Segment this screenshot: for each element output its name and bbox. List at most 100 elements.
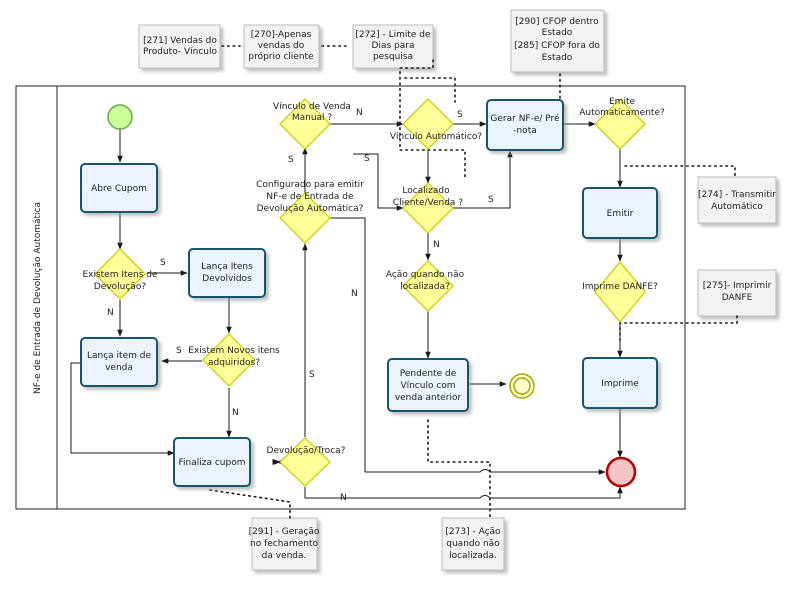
label-s: S [364,154,370,164]
gateway-configurado[interactable]: Configurado para emitir NF-e de Entrada … [256,180,364,244]
svg-text:Emitir: Emitir [607,209,634,219]
gateway-existem-itens[interactable]: Existem Itens de Devolução? [82,248,158,300]
gateway-emite-automaticamente[interactable]: Emite Automaticamente? [579,97,665,150]
svg-text:Devolvidos: Devolvidos [202,274,252,284]
gateway-devolucao-troca[interactable]: Devolução/Troca? [267,437,346,487]
edge-labels: S N S N S N N S N S S S N [107,108,494,503]
svg-text:localizada.: localizada. [449,551,497,561]
svg-text:vendas do: vendas do [258,41,305,51]
svg-text:Ação quando não: Ação quando não [386,270,465,280]
label-s: S [288,155,294,165]
svg-text:venda: venda [105,363,133,373]
gateway-vinculo-manual[interactable]: Vínculo de Venda Manual ? [273,98,351,150]
svg-text:Emite: Emite [609,97,635,107]
pool: NF-e de Entrada de Devolução Automática [15,85,686,510]
task-pendente-vinculo[interactable]: Pendente de Vínculo com venda anterior [387,358,469,412]
annotation-273: [273] - Ação quando não localizada. [441,517,505,571]
gateway-existem-novos[interactable]: Existem Novos itens adquiridos? [188,333,280,387]
label-s: S [309,370,315,380]
svg-text:quando não: quando não [446,539,500,549]
task-imprime[interactable]: Imprime [582,357,658,409]
label-s: S [488,195,494,205]
sequence-flows [70,121,623,499]
annotation-271: [271] Vendas do Produto- Vínculo [138,24,221,69]
label-n: N [232,408,239,418]
svg-text:Pendente de: Pendente de [400,369,457,379]
svg-text:-nota: -nota [513,126,537,136]
svg-text:[273] - Ação: [273] - Ação [445,527,501,537]
task-lanca-itens-devolvidos[interactable]: Lança Itens Devolvidos [188,248,266,298]
svg-text:[274] - Transmitir: [274] - Transmitir [698,190,776,200]
annotation-290-285: [290] CFOP dentro Estado [285] CFOP fora… [510,9,605,73]
svg-text:[272] - Limite de: [272] - Limite de [355,30,431,40]
svg-text:[271] Vendas do: [271] Vendas do [143,36,217,46]
svg-text:Lança Itens: Lança Itens [201,262,253,272]
annotation-272: [272] - Limite de Dias para pesquisa [352,24,434,69]
svg-text:venda anterior: venda anterior [395,393,462,403]
svg-text:no fechamento: no fechamento [250,539,318,549]
label-s: S [457,110,463,120]
svg-text:da venda.: da venda. [262,551,307,561]
svg-text:Gerar NF-e/ Pré: Gerar NF-e/ Pré [490,113,560,124]
start-event[interactable] [107,104,133,130]
svg-text:Automaticamente?: Automaticamente? [579,108,665,118]
svg-text:Abre Cupom: Abre Cupom [91,184,147,194]
annotation-274: [274] - Transmitir Automático [697,176,777,224]
svg-text:NF-e de Entrada de: NF-e de Entrada de [266,192,354,202]
svg-text:[275]- Imprimir: [275]- Imprimir [703,281,772,291]
end-event[interactable] [605,456,637,488]
svg-text:Dias para: Dias para [372,41,415,51]
svg-text:localizada?: localizada? [400,282,450,292]
svg-text:Existem Novos itens: Existem Novos itens [188,346,280,356]
gateway-vinculo-automatico[interactable]: Vínculo Automático? [390,98,483,150]
task-gerar-nfe[interactable]: Gerar NF-e/ Pré -nota [486,99,564,151]
svg-text:[291] - Geração: [291] - Geração [249,527,320,537]
pool-label: NF-e de Entrada de Devolução Automática [33,202,43,394]
label-s: S [160,258,166,268]
annotation-275: [275]- Imprimir DANFE [697,269,777,317]
svg-text:Devolução Automática?: Devolução Automática? [257,204,364,214]
svg-text:Imprime: Imprime [601,379,639,389]
svg-text:próprio cliente: próprio cliente [248,51,314,62]
svg-text:Devolução?: Devolução? [94,282,146,292]
svg-text:Devolução/Troca?: Devolução/Troca? [267,446,346,456]
label-n: N [433,240,440,250]
svg-text:Existem Itens de: Existem Itens de [82,270,158,280]
svg-text:Cliente/Venda ?: Cliente/Venda ? [393,198,463,208]
task-emitir[interactable]: Emitir [582,187,658,239]
label-n: N [340,493,347,503]
svg-text:Vínculo Automático?: Vínculo Automático? [390,132,483,142]
label-s: S [176,346,182,356]
svg-text:Estado: Estado [542,28,573,38]
label-n: N [107,308,114,318]
end-event-pendente[interactable] [509,373,535,399]
svg-text:Automático: Automático [711,202,763,212]
svg-text:Produto- Vínculo: Produto- Vínculo [143,47,218,57]
svg-text:Localizado: Localizado [402,186,450,196]
svg-text:Finaliza cupom: Finaliza cupom [179,458,246,468]
annotation-291: [291] - Geração no fechamento da venda. [249,517,320,571]
svg-text:[270]-Apenas: [270]-Apenas [251,30,312,40]
label-n: N [351,289,358,299]
task-abre-cupom[interactable]: Abre Cupom [80,163,158,213]
annotation-270: [270]-Apenas vendas do próprio cliente [243,24,320,69]
svg-text:Configurado para emitir: Configurado para emitir [256,180,364,190]
svg-text:Vínculo de Venda: Vínculo de Venda [273,102,351,112]
associations [209,45,738,519]
svg-text:Manual ?: Manual ? [292,113,333,123]
task-finaliza-cupom[interactable]: Finaliza cupom [173,437,251,487]
gateway-localizado[interactable]: Localizado Cliente/Venda ? [393,182,463,234]
svg-text:adquiridos?: adquiridos? [208,358,260,368]
task-lanca-item-venda[interactable]: Lança item de venda [80,337,158,387]
svg-text:Lança item de: Lança item de [87,351,151,361]
gateway-imprime-danfe[interactable]: Imprime DANFE? [582,261,658,323]
svg-text:Imprime DANFE?: Imprime DANFE? [582,282,658,292]
gateway-acao-nao-localizada[interactable]: Ação quando não localizada? [386,260,465,312]
svg-text:[285] CFOP fora do: [285] CFOP fora do [514,41,600,51]
label-n: N [356,108,363,118]
svg-text:Estado: Estado [542,53,573,63]
svg-text:pesquisa: pesquisa [373,52,413,62]
svg-text:Vínculo com: Vínculo com [400,381,455,391]
svg-text:[290] CFOP dentro: [290] CFOP dentro [515,17,599,27]
